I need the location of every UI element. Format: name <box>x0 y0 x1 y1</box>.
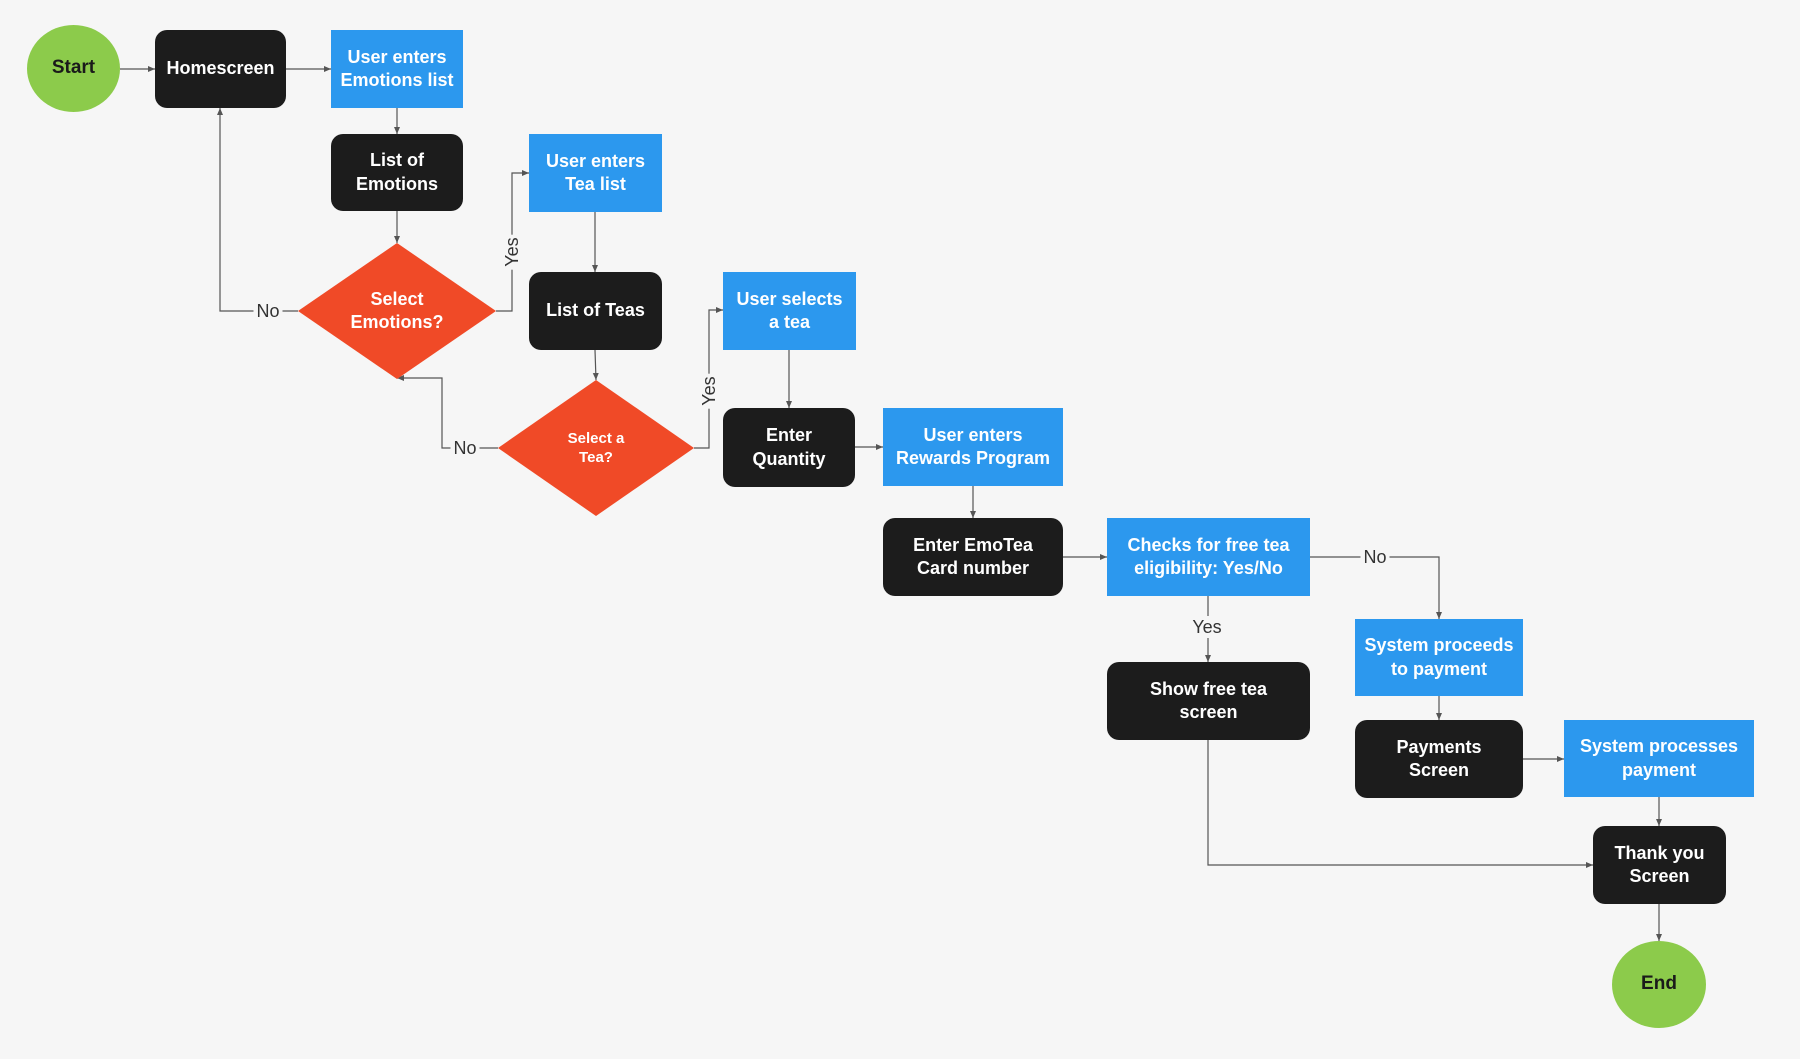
list-emotions-node: List of Emotions <box>331 134 463 211</box>
show-free-node: Show free tea screen <box>1107 662 1310 740</box>
enters-tea-node-label: User enters Tea list <box>545 150 646 194</box>
checks-free-node: Checks for free tea eligibility: Yes/No <box>1107 518 1310 596</box>
enter-quantity-node: Enter Quantity <box>723 408 855 487</box>
enters-rewards-node: User enters Rewards Program <box>883 408 1063 486</box>
proceeds-payment-node-label: System proceeds to payment <box>1364 635 1514 679</box>
thank-you-node: Thank you Screen <box>1593 826 1726 904</box>
enters-tea-node: User enters Tea list <box>529 134 662 212</box>
enters-emotions-node: User enters Emotions list <box>331 30 463 108</box>
enter-quantity-node-label: Enter Quantity <box>752 425 826 469</box>
select-emotions-decision-label: Select Emotions? <box>350 288 444 332</box>
enter-card-node-label: Enter EmoTea Card number <box>913 534 1033 578</box>
end-node-label: End <box>1641 973 1677 995</box>
select-emotions-decision: Select Emotions? <box>298 243 496 379</box>
end-node: End <box>1612 941 1706 1028</box>
payments-screen-node: Payments Screen <box>1355 720 1523 798</box>
payments-screen-node-label: Payments Screen <box>1396 736 1482 780</box>
processes-payment-node-label: System processes payment <box>1579 736 1739 780</box>
edge-checks-free-no-proceeds-payment <box>1310 556 1442 619</box>
select-tea-decision: Select a Tea? <box>498 380 694 516</box>
list-emotions-node-label: List of Emotions <box>355 150 438 194</box>
emotions-no-label: No <box>253 300 283 322</box>
edge-select-tea-no-list-emotions <box>397 375 498 449</box>
start-node-label: Start <box>51 57 96 79</box>
processes-payment-node: System processes payment <box>1564 720 1754 797</box>
enter-card-node: Enter EmoTea Card number <box>883 518 1063 596</box>
proceeds-payment-node: System proceeds to payment <box>1355 619 1523 696</box>
thank-you-node-label: Thank you Screen <box>1614 842 1705 886</box>
list-teas-node-label: List of Teas <box>546 300 645 321</box>
select-tea-decision-label: Select a Tea? <box>567 429 625 467</box>
free-yes-label: Yes <box>1189 616 1225 638</box>
show-free-node-label: Show free tea screen <box>1149 678 1268 722</box>
checks-free-node-label: Checks for free tea eligibility: Yes/No <box>1127 534 1290 578</box>
select-tea-diamond <box>498 380 694 516</box>
selects-tea-node-label: User selects a tea <box>736 288 843 332</box>
tea-no-label: No <box>450 437 480 459</box>
selects-tea-node: User selects a tea <box>723 272 856 350</box>
list-teas-node: List of Teas <box>529 272 662 350</box>
edge-list-teas-select-tea <box>592 349 599 381</box>
enters-rewards-node-label: User enters Rewards Program <box>895 424 1051 468</box>
select-emotions-diamond <box>298 243 496 379</box>
emotions-yes-label: Yes <box>501 234 523 270</box>
homescreen-node-label: Homescreen <box>166 58 275 79</box>
edge-show-free-thank-you <box>1207 740 1593 868</box>
free-no-label: No <box>1360 546 1390 568</box>
enters-emotions-node-label: User enters Emotions list <box>340 46 454 90</box>
start-node: Start <box>27 25 120 112</box>
homescreen-node: Homescreen <box>155 30 286 108</box>
edge-select-emotions-no-homescreen <box>217 108 298 312</box>
tea-yes-label: Yes <box>698 373 720 409</box>
